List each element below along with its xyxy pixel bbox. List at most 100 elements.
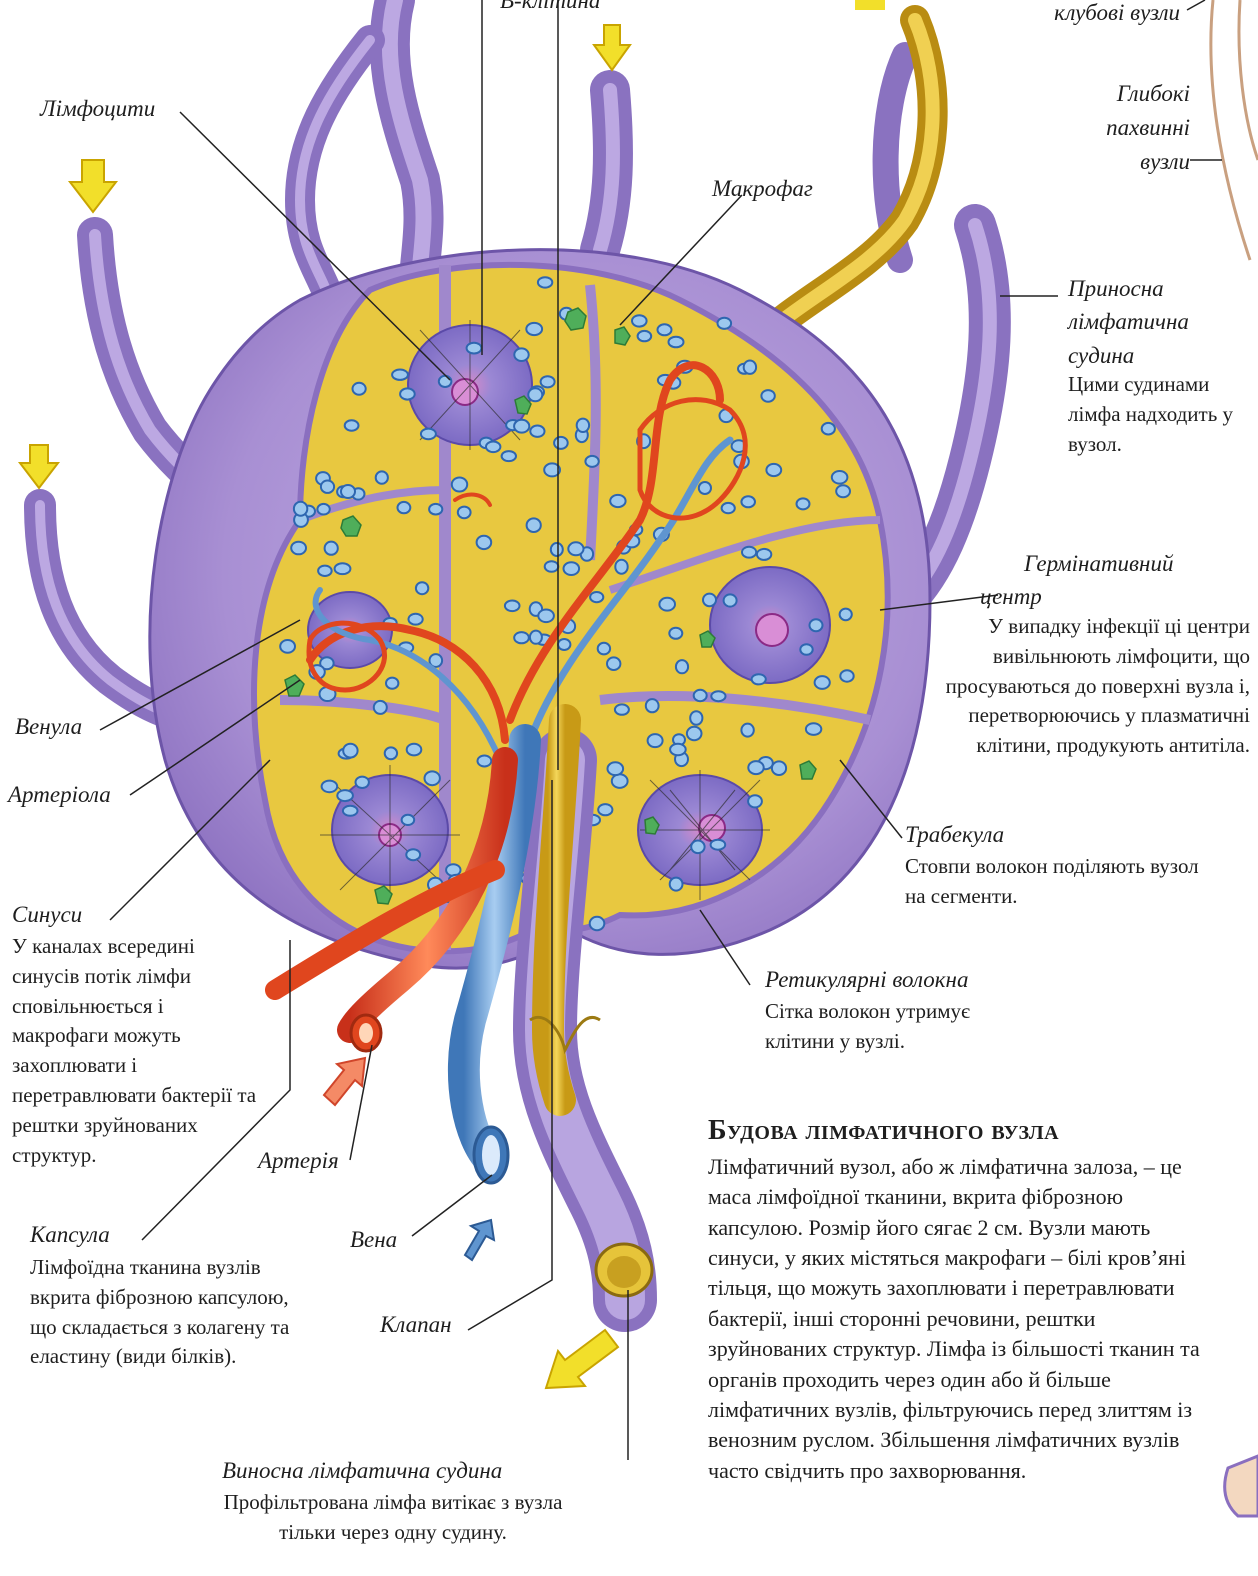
lymphocyte-cell bbox=[536, 276, 554, 289]
lymphocyte-cell bbox=[722, 593, 738, 608]
lymphocyte-cell bbox=[319, 656, 335, 671]
lymphocyte-cell bbox=[606, 656, 622, 672]
lymphocyte-cell bbox=[747, 794, 763, 809]
yellow-lymph-vessel-top bbox=[745, 5, 948, 355]
lymphocyte-cell bbox=[450, 476, 469, 493]
desc-capsule: Лімфоїдна тканина вузлів вкрита фіброзно… bbox=[30, 1255, 290, 1369]
lymphocyte-cell bbox=[614, 558, 629, 575]
lymphocyte-cell bbox=[419, 427, 437, 441]
reticular-fibres bbox=[320, 320, 770, 900]
lymphocyte-cell bbox=[702, 592, 717, 608]
lymphocyte-cell bbox=[557, 638, 572, 651]
desc-sinuses: У каналах всередині синусів потік лімфи … bbox=[12, 934, 257, 1167]
lymphocyte-cell bbox=[372, 699, 388, 715]
lymphocyte-cell bbox=[562, 561, 581, 576]
label-valve: Клапан bbox=[380, 1312, 452, 1337]
lymphocyte-cell bbox=[644, 698, 660, 714]
lymphocyte-cell bbox=[765, 462, 783, 478]
lymphocyte-cell bbox=[656, 323, 673, 337]
lymphocyte-cell bbox=[596, 641, 612, 656]
lymphocyte-cell bbox=[597, 803, 614, 817]
lymphocyte-cell bbox=[820, 421, 836, 436]
label-lymphocytes: Лімфоцити bbox=[40, 96, 156, 121]
lymphocyte-cell bbox=[414, 581, 430, 596]
lymphocyte-cell bbox=[374, 470, 389, 485]
lymphocyte-cell bbox=[689, 710, 704, 726]
lymphocyte-cell bbox=[317, 564, 333, 577]
lymphocyte-cell bbox=[320, 779, 339, 794]
lymphocyte-cell bbox=[750, 673, 767, 686]
lymphocyte-cell bbox=[553, 435, 569, 450]
lymphocyte-cell bbox=[354, 775, 370, 789]
lymphocyte-cell bbox=[333, 562, 352, 576]
lymphocyte-cell bbox=[567, 541, 585, 557]
label-efferent-vessel: Виносна лімфатична судина bbox=[222, 1458, 503, 1483]
diagram-intro-text: Лімфатичний вузол, або ж лімфатична зало… bbox=[708, 1154, 1200, 1483]
desc-afferent-vessel: Цими судинами лімфа надходить у вузол. bbox=[1068, 372, 1234, 456]
lymphocyte-cell bbox=[838, 607, 853, 622]
label-germinal-centre: Гермінативний центр bbox=[980, 551, 1174, 610]
lymphocyte-cell bbox=[527, 387, 544, 403]
lymphocyte-cell bbox=[351, 381, 367, 396]
lymphocyte-cell bbox=[740, 495, 757, 509]
vein bbox=[447, 724, 541, 1185]
lymphocyte-cell bbox=[428, 653, 444, 668]
lymphocyte-cell bbox=[475, 534, 493, 551]
label-venule: Венула bbox=[15, 714, 83, 739]
leader-lines bbox=[99, 0, 1222, 1460]
lymphocyte-cell bbox=[437, 374, 453, 388]
lymphocyte-cell bbox=[319, 479, 336, 494]
lymphocyte-cell bbox=[513, 631, 530, 645]
lymphocyte-cell bbox=[316, 502, 331, 516]
lymphocyte-cell bbox=[513, 418, 531, 434]
lymphocyte-cell bbox=[716, 316, 733, 330]
lymphocyte-cell bbox=[636, 329, 653, 343]
lymphocyte-cell bbox=[709, 838, 727, 851]
label-vein: Вена bbox=[350, 1227, 398, 1252]
lymphocyte-cell bbox=[399, 387, 416, 401]
lymphocyte-cell bbox=[631, 314, 648, 328]
lymphocyte-cell bbox=[279, 639, 297, 654]
lymphocyte-cell bbox=[341, 804, 359, 817]
lymphocyte-cell bbox=[747, 760, 765, 776]
lymphocyte-cell bbox=[537, 608, 555, 624]
desc-efferent-vessel: Профільтрована лімфа витікає з вузла тіл… bbox=[223, 1490, 563, 1544]
lymphocyte-cell bbox=[690, 839, 706, 855]
lymphocyte-cell bbox=[770, 760, 788, 777]
lymphocyte-cell bbox=[613, 703, 630, 716]
lymphocyte-cell bbox=[456, 505, 472, 520]
lymphocyte-cell bbox=[667, 335, 685, 349]
lymphocyte-cell bbox=[741, 545, 758, 559]
lymphocyte-cell bbox=[588, 915, 606, 932]
lymphocyte-cell bbox=[760, 389, 776, 403]
lymphocyte-cell bbox=[609, 493, 627, 509]
lymphocyte-cell bbox=[503, 599, 521, 613]
lymphocyte-cell bbox=[720, 501, 736, 515]
lymphocyte-cell bbox=[646, 733, 664, 749]
lymphocyte-cell bbox=[383, 746, 399, 761]
lymphocyte-cell bbox=[539, 375, 556, 389]
lymphocyte-cell bbox=[813, 675, 831, 690]
desc-reticular-fibres: Сітка волокон утримує клітини у вузлі. bbox=[765, 999, 971, 1053]
lymphocyte-cell bbox=[799, 643, 814, 656]
lymphocyte-cell bbox=[391, 368, 409, 381]
label-trabecula: Трабекула bbox=[905, 822, 1005, 847]
thumbnail-fragment bbox=[1223, 1454, 1258, 1518]
lymphocyte-cell bbox=[584, 454, 600, 468]
lymphocyte-cell bbox=[500, 450, 517, 463]
lymphocyte-cell bbox=[710, 690, 727, 703]
lymphocyte-cell bbox=[606, 761, 625, 777]
lymphocyte-cell bbox=[385, 676, 400, 690]
lymphocyte-cell bbox=[835, 484, 851, 499]
lymphocyte-cell bbox=[400, 813, 416, 827]
lymphocyte-cell bbox=[685, 725, 703, 742]
lymphocyte-cell bbox=[465, 341, 483, 355]
lymphocyte-cell bbox=[795, 497, 811, 511]
label-afferent-vessel: Приносна лімфатична судина bbox=[1068, 276, 1189, 368]
lymphocyte-cell bbox=[336, 789, 354, 803]
lymphocyte-cell bbox=[692, 688, 708, 703]
lymphocyte-cell bbox=[342, 742, 359, 759]
lymphocyte-cell bbox=[528, 629, 543, 645]
label-b-cell: В-клітина bbox=[500, 0, 601, 13]
desc-germinal-centre: У випадку інфекції ці центри вивільнюють… bbox=[945, 614, 1250, 758]
